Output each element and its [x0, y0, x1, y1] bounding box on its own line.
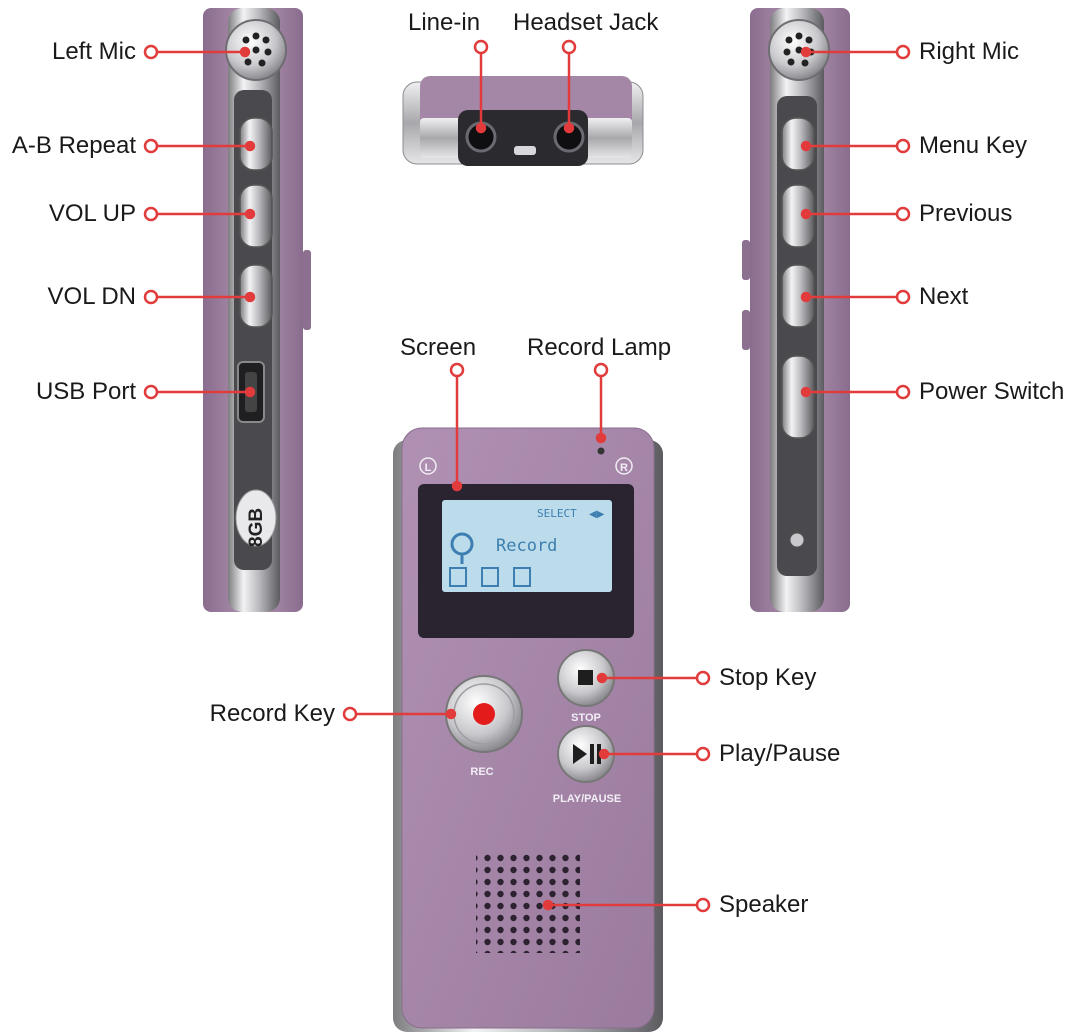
capacity-label: 8GB: [246, 508, 267, 547]
play-pause-label: PLAY/PAUSE: [553, 793, 621, 805]
left-mark: L: [425, 462, 432, 474]
label-record-lamp: Record Lamp: [527, 334, 672, 361]
label-usb-port: USB Port: [35, 378, 136, 405]
top-view: [402, 76, 644, 166]
label-right-mic: Right Mic: [919, 38, 1020, 65]
label-next: Next: [919, 283, 969, 310]
right-side-view: [742, 8, 850, 612]
right-mark: R: [620, 462, 628, 474]
label-line-in: Line-in: [408, 9, 481, 36]
label-vol-dn: VOL DN: [47, 283, 136, 310]
label-vol-up: VOL UP: [48, 200, 136, 227]
lcd-music-icon: [481, 567, 499, 587]
vol-up-key: [239, 184, 273, 248]
previous-key: [781, 184, 815, 248]
callout-lines: [143, 39, 911, 913]
label-speaker: Speaker: [719, 891, 809, 918]
label-record-key: Record Key: [209, 700, 335, 727]
label-left-mic: Left Mic: [51, 38, 136, 65]
label-play-pause: Play/Pause: [719, 740, 841, 767]
speaker-grille: [476, 853, 580, 953]
label-screen: Screen: [400, 334, 477, 361]
label-headset-jack: Headset Jack: [513, 9, 659, 36]
lcd-folder-icon: [449, 567, 467, 587]
lcd-settings-icon: [513, 567, 531, 587]
lcd-arrows-icon: ◀▶: [589, 509, 605, 520]
stop-icon: [578, 670, 593, 685]
label-power-switch: Power Switch: [919, 378, 1065, 405]
lcd-select-text: SELECT: [537, 507, 577, 520]
label-previous: Previous: [919, 200, 1013, 227]
power-switch: [781, 355, 815, 439]
label-menu-key: Menu Key: [919, 132, 1028, 159]
stop-label: STOP: [571, 712, 601, 724]
label-stop-key: Stop Key: [719, 664, 817, 691]
ab-repeat-key: [239, 117, 273, 171]
record-dot-icon: [473, 703, 495, 725]
label-ab-repeat: A-B Repeat: [11, 132, 136, 159]
lcd-mode-text: Record: [496, 536, 557, 556]
menu-key: [781, 117, 815, 171]
lcd-mic-icon: [450, 532, 474, 564]
record-lamp: [597, 447, 605, 455]
front-view: L R SELECT ◀▶ Record REC STOP PLAY/PAUSE: [393, 427, 663, 1032]
left-side-view: 8GB: [203, 8, 311, 612]
rec-label: REC: [470, 766, 493, 778]
